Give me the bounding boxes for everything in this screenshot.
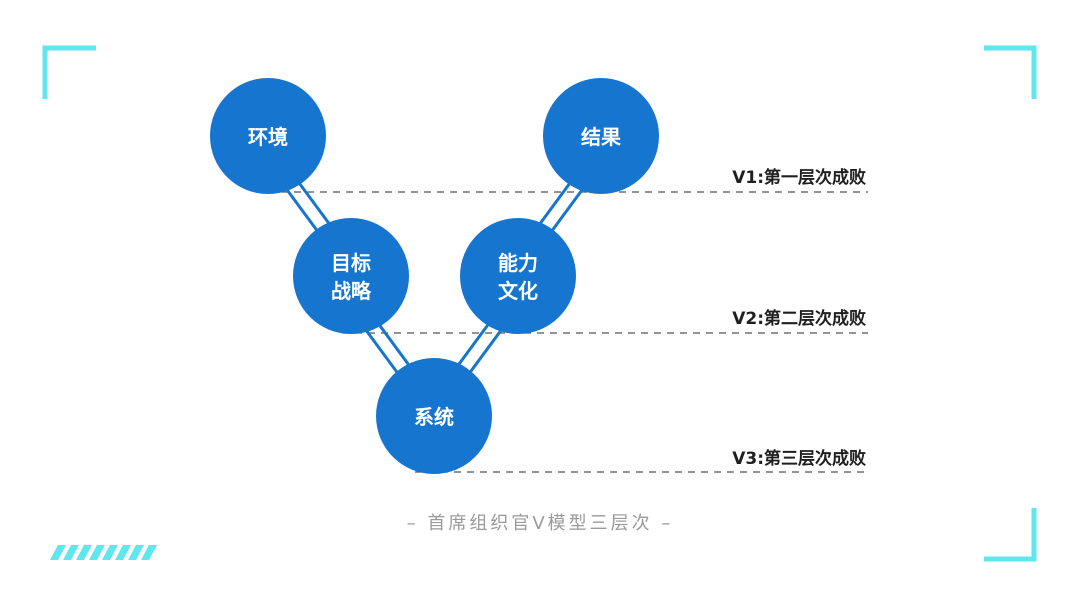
stripe	[89, 545, 105, 560]
node-goal-strategy: 目标 战略	[293, 218, 409, 334]
bottom-right-bracket	[984, 508, 1037, 562]
node-environment: 环境	[210, 78, 326, 194]
stripe	[76, 545, 92, 560]
node-label-line-1: 能力	[498, 251, 538, 275]
node-label: 环境	[248, 125, 288, 149]
node-label-line-2: 文化	[498, 279, 538, 303]
stripe	[115, 545, 131, 560]
stripe-decoration	[50, 545, 157, 560]
top-right-bracket	[984, 45, 1037, 99]
node-circle	[460, 218, 576, 334]
node-circle	[376, 358, 492, 474]
top-left-bracket	[42, 45, 96, 99]
level-label-v1: V1:第一层次成败	[732, 167, 866, 188]
level-lines	[268, 191, 868, 473]
node-label-line-2: 战略	[331, 279, 372, 303]
node-capability-culture: 能力 文化	[460, 218, 576, 334]
node-label: 系统	[414, 405, 454, 429]
level-label-v3: V3:第三层次成败	[732, 448, 866, 469]
diagram-caption: – 首席组织官V模型三层次 –	[407, 513, 674, 534]
stripe	[50, 545, 66, 560]
level-label-v2: V2:第二层次成败	[732, 308, 866, 329]
stripe	[128, 545, 144, 560]
stripe	[63, 545, 79, 560]
node-system: 系统	[376, 358, 492, 474]
node-circle	[543, 78, 659, 194]
stripe	[141, 545, 157, 560]
node-circle	[210, 78, 326, 194]
node-label-line-1: 目标	[331, 251, 371, 275]
node-result: 结果	[543, 78, 659, 194]
node-circle	[293, 218, 409, 334]
node-label: 结果	[581, 125, 621, 149]
stripe	[102, 545, 118, 560]
corner-brackets	[42, 45, 1037, 562]
